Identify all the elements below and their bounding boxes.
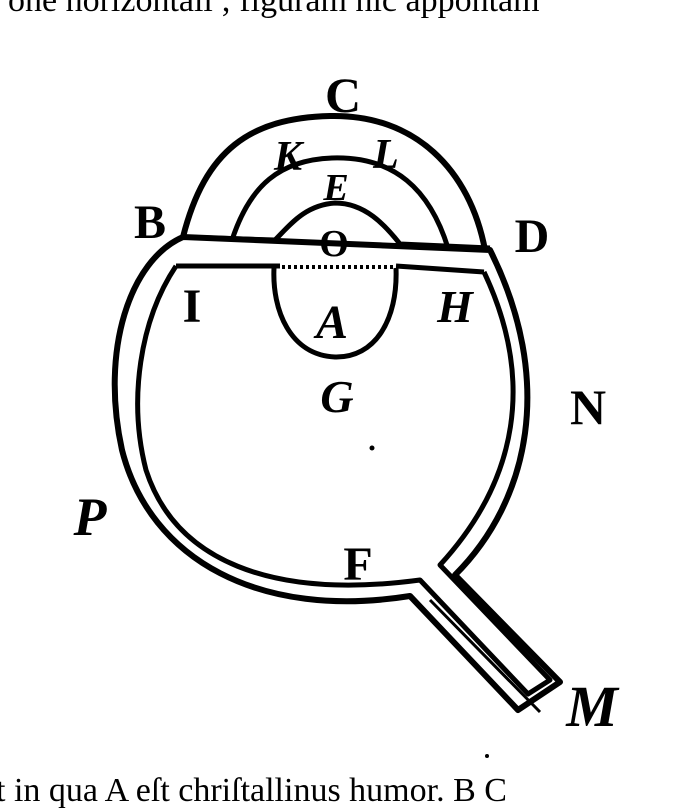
- stray-dot: [485, 754, 489, 758]
- label-g: G: [320, 371, 353, 422]
- eyeball-inner-wall: [135, 264, 553, 697]
- label-i: I: [183, 280, 202, 333]
- label-f: F: [343, 538, 372, 591]
- center-dot: [369, 445, 375, 451]
- label-p: P: [73, 487, 108, 547]
- label-e: E: [322, 167, 348, 209]
- label-h: H: [436, 281, 474, 332]
- label-c: C: [325, 67, 361, 123]
- label-m: M: [565, 674, 620, 739]
- inner-cap-arc: [229, 155, 451, 249]
- label-b: B: [134, 196, 166, 249]
- label-a: A: [313, 296, 348, 349]
- outer-cap-arc: [180, 112, 488, 251]
- crystalline-lens: [271, 267, 399, 360]
- upper-band-line: [182, 200, 491, 251]
- bottom-text-line: t in qua A eſt chriſtallinus humor. B C: [0, 772, 507, 809]
- label-n: N: [570, 379, 606, 435]
- label-d: D: [515, 210, 550, 263]
- top-text-line: one horizontali ; figuram hic appontam: [8, 0, 540, 19]
- eyeball-outer-wall: [111, 234, 563, 713]
- label-l: L: [372, 132, 399, 178]
- lower-band-line-right: [395, 263, 485, 275]
- label-k: K: [273, 134, 305, 180]
- label-o: O: [319, 223, 349, 265]
- optic-nerve-inner: [428, 598, 542, 714]
